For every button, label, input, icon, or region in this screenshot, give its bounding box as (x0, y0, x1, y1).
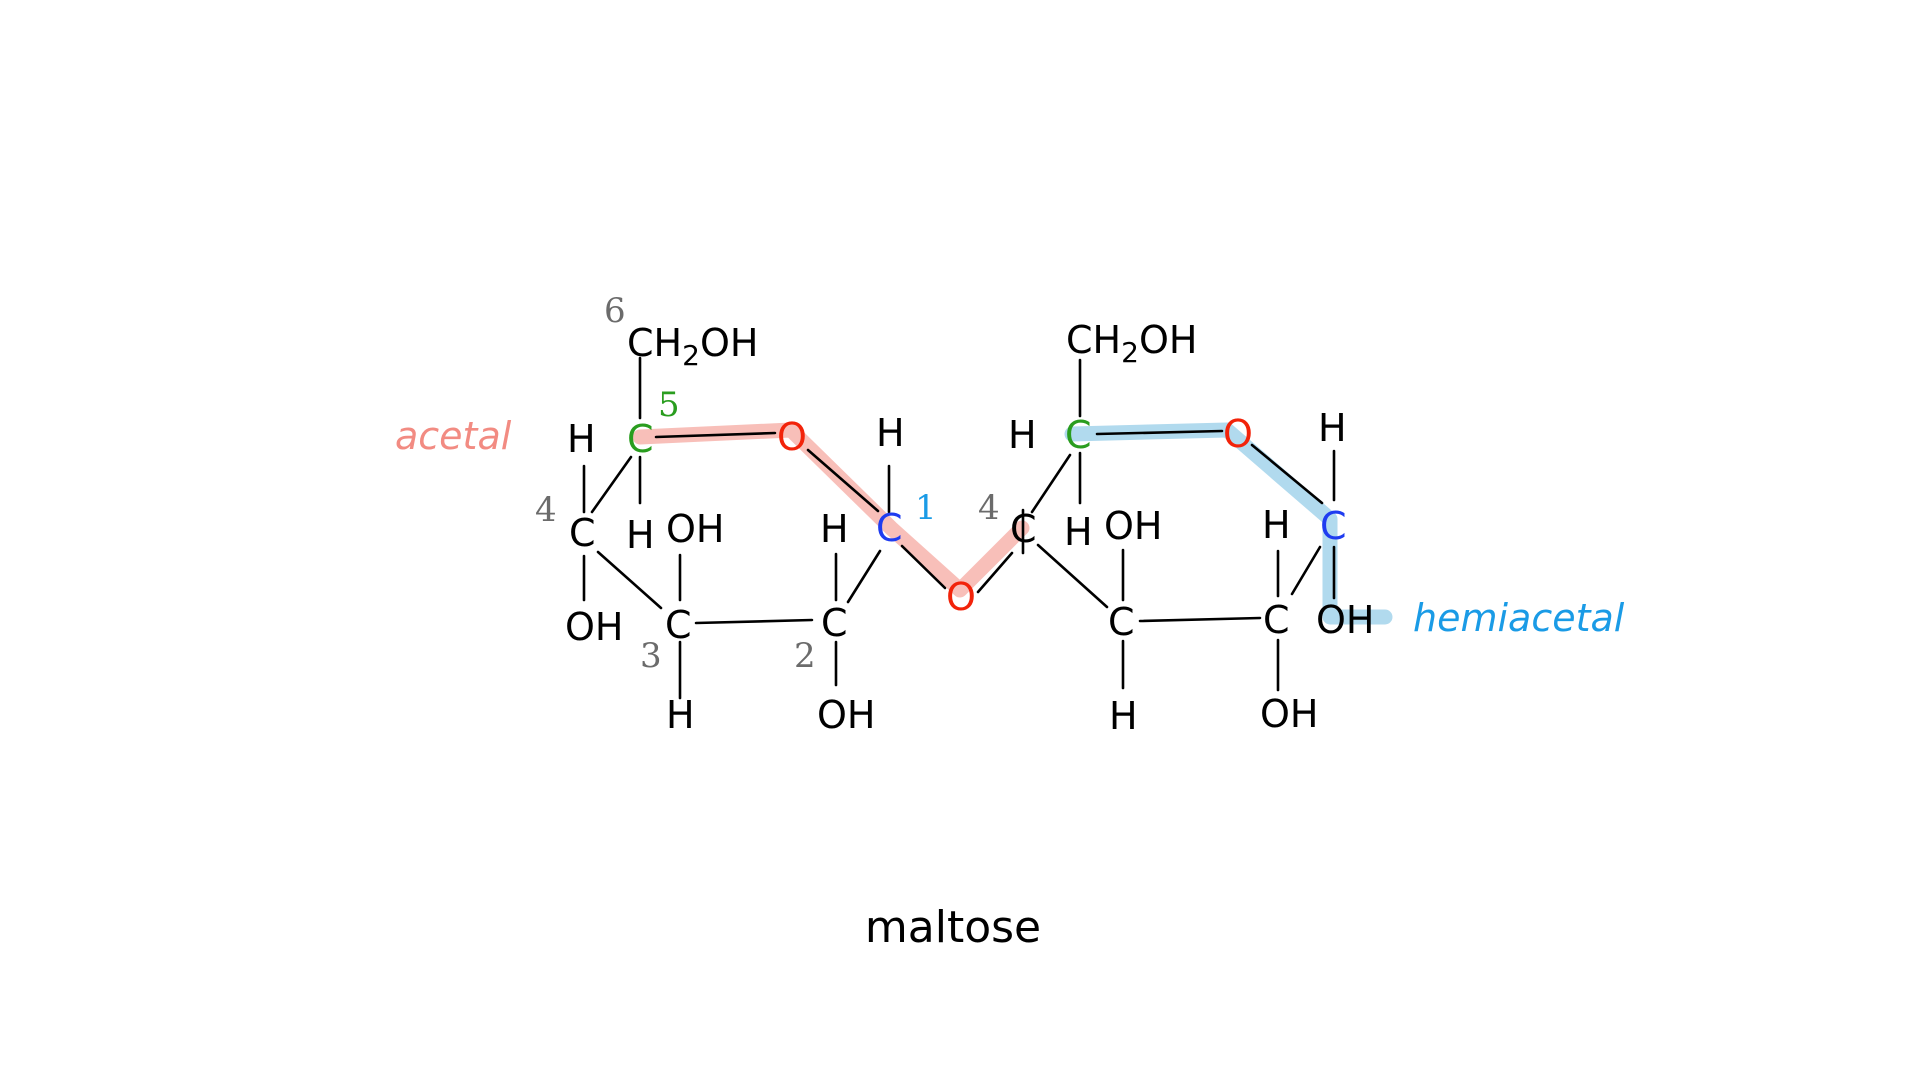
glycosidic-oxygen: O (946, 575, 976, 619)
acetal-highlight (632, 422, 1030, 598)
carbon-number-3: 3 (640, 636, 662, 676)
hemiacetal-label: hemiacetal (1413, 596, 1625, 640)
h-atom: H (666, 693, 695, 737)
oh-group: OH (1104, 504, 1162, 548)
oh-group: OH (666, 507, 724, 551)
h-atom: H (1262, 503, 1291, 547)
h-atom: H (1008, 413, 1037, 457)
carbon-3: C (1108, 600, 1135, 644)
h-atom: H (1064, 510, 1093, 554)
oh-group: OH (1260, 692, 1318, 736)
carbon-number-4: 4 (535, 490, 557, 530)
anomeric-oh-group: OH (1316, 598, 1374, 642)
carbon-5: C (1065, 413, 1092, 457)
ring1-atoms: 6 CH2OH 5 H C O H 4 C H OH H C 1 OH C 3 … (535, 291, 937, 737)
ring-oxygen: O (1223, 412, 1253, 456)
carbon-3: C (665, 603, 692, 647)
oh-group: OH (565, 605, 623, 649)
h-atom: H (820, 507, 849, 551)
ring2-atoms: CH2OH H C O H 4 C H OH H C C C OH H OH (978, 318, 1374, 738)
h-atom: H (1109, 694, 1138, 738)
ring1-bonds (582, 356, 947, 700)
ch2oh-group: CH2OH (1066, 318, 1197, 369)
carbon-number-4: 4 (978, 488, 1000, 528)
carbon-number-2: 2 (794, 636, 816, 676)
carbon-number-5: 5 (658, 385, 680, 425)
carbon-1: C (1320, 504, 1347, 548)
carbon-4: C (569, 511, 596, 555)
carbon-1: C (876, 506, 903, 550)
diagram-caption: maltose (865, 902, 1041, 953)
carbon-2: C (821, 601, 848, 645)
h-atom: H (567, 417, 596, 461)
ch2oh-group: CH2OH (627, 321, 758, 372)
carbon-4: C (1010, 507, 1037, 551)
h-atom: H (626, 513, 655, 557)
ring2-bonds (976, 358, 1336, 692)
h-atom: H (876, 411, 905, 455)
carbon-number-6: 6 (604, 291, 626, 331)
acetal-label: acetal (395, 414, 512, 458)
carbon-number-1: 1 (915, 488, 937, 528)
ring-oxygen: O (777, 415, 807, 459)
oh-group: OH (817, 693, 875, 737)
h-atom: H (1318, 406, 1347, 450)
carbon-5: C (627, 417, 654, 461)
carbon-2: C (1263, 598, 1290, 642)
